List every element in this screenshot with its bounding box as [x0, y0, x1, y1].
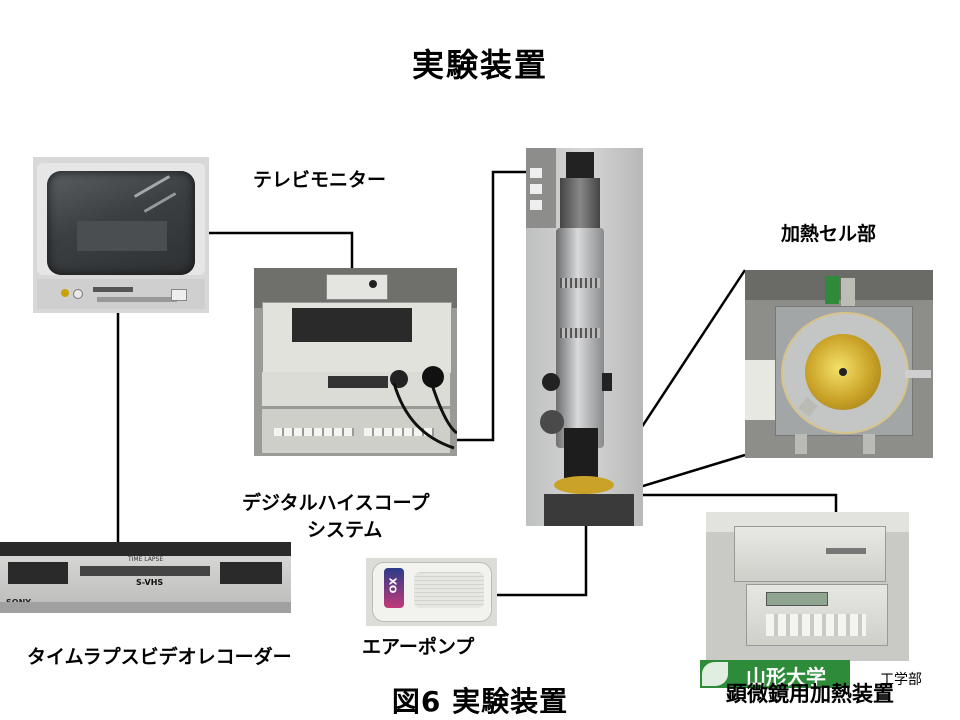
heating-cell-label: 加熱セル部	[781, 223, 877, 245]
digital-hiscope-label-line2: システム	[307, 519, 383, 541]
tv-monitor-photo	[33, 157, 209, 313]
time-lapse-recorder-photo: TIME LAPSE S-VHS SONY	[0, 542, 291, 613]
microscope-heater-photo	[706, 512, 909, 661]
tv-screen	[47, 171, 195, 275]
digital-hiscope-label-line1: デジタルハイスコープ	[242, 492, 430, 514]
heating-cell-photo	[745, 270, 933, 458]
pump-logo: OX	[388, 577, 400, 594]
university-name: 山形大学	[746, 665, 826, 689]
microscope-photo	[526, 148, 643, 526]
microscope-tube	[556, 228, 604, 448]
vcr-model-text: TIME LAPSE	[128, 556, 164, 563]
air-pump-photo: OX	[366, 558, 497, 626]
university-logo: 山形大学	[700, 660, 850, 689]
faculty-name: 工学部	[880, 672, 922, 688]
air-pump-label: エアーポンプ	[362, 636, 475, 658]
slide-title: 実験装置	[411, 46, 548, 84]
digital-hiscope-photo	[254, 268, 457, 456]
tv-monitor-label: テレビモニター	[253, 169, 387, 191]
slide-caption: 図6 実験装置	[391, 685, 569, 718]
microscope-heater-label: 顕微鏡用加熱装置	[726, 682, 894, 706]
time-lapse-recorder-label: タイムラプスビデオレコーダー	[27, 646, 292, 668]
vcr-badge: S-VHS	[136, 578, 164, 587]
